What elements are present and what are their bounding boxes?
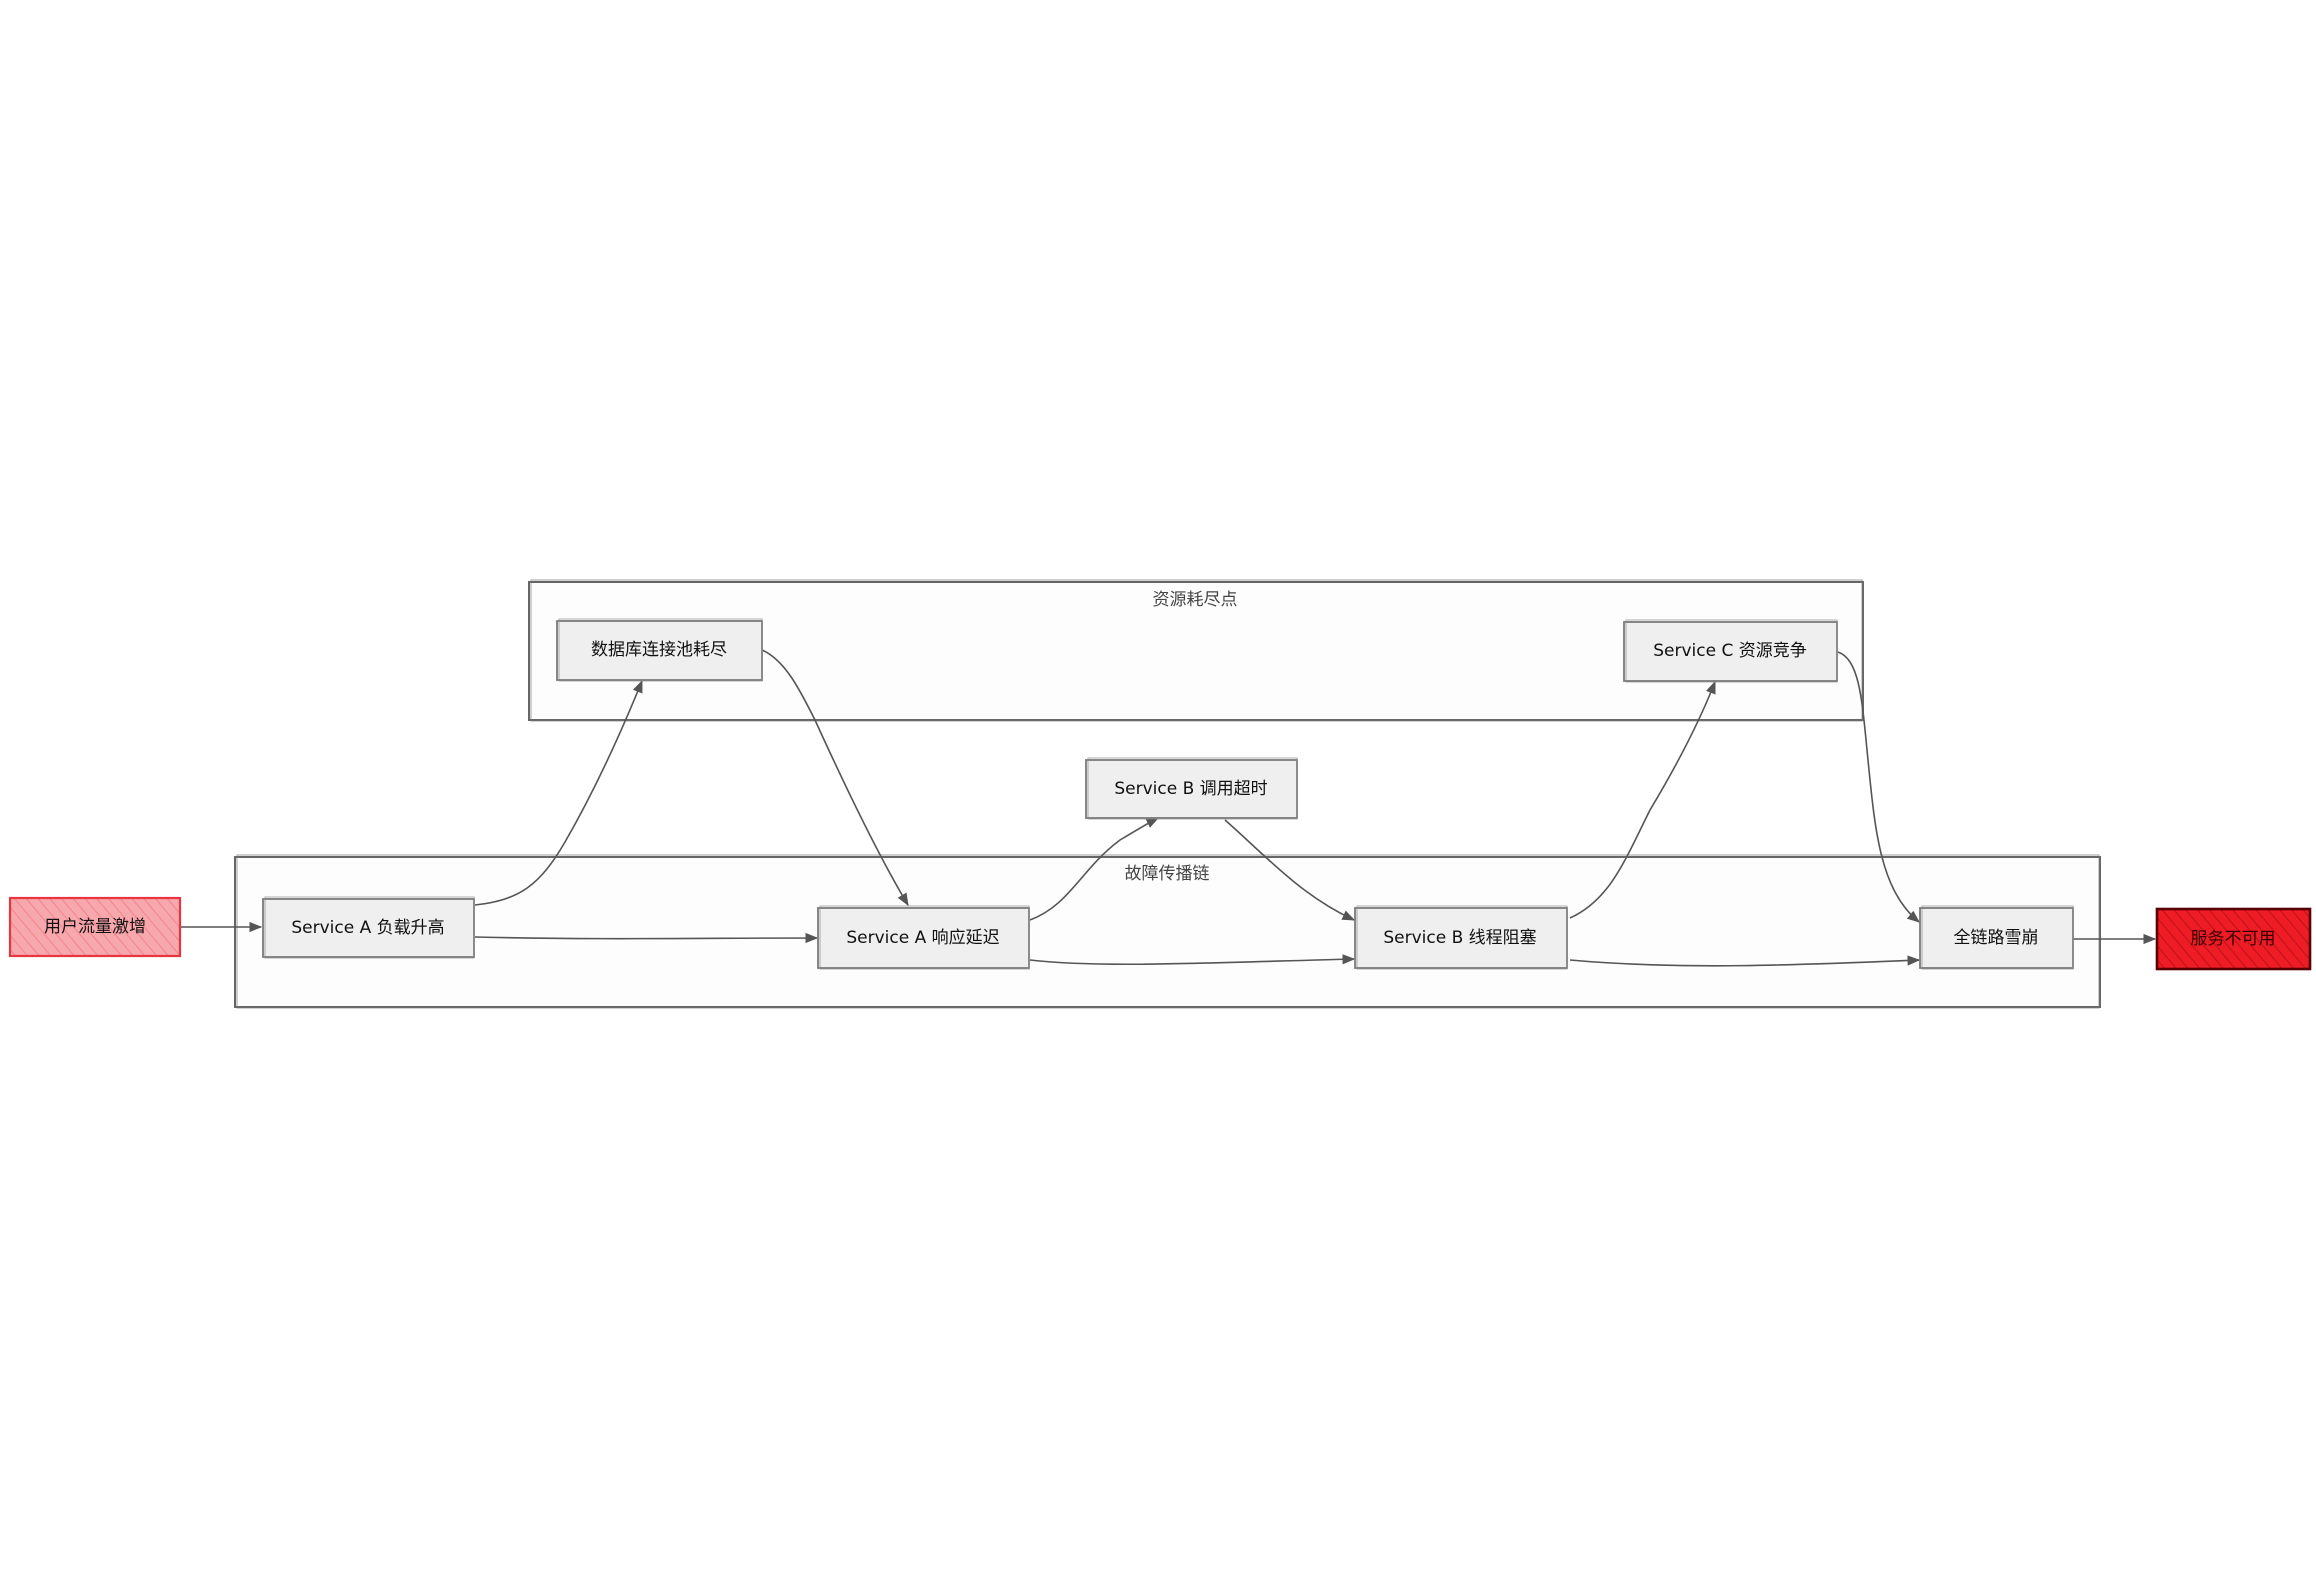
node-db-pool-exhausted[interactable]: 数据库连接池耗尽 xyxy=(556,618,763,682)
node-service-a-load[interactable]: Service A 负载升高 xyxy=(262,896,475,959)
edge-c-contend-to-collapse xyxy=(1837,651,1920,923)
node-service-a-latency[interactable]: Service A 响应延迟 xyxy=(817,905,1030,970)
node-label-service-b-blocked: Service B 线程阻塞 xyxy=(1383,928,1536,948)
node-service-b-timeout[interactable]: Service B 调用超时 xyxy=(1085,757,1298,820)
node-service-c-contention[interactable]: Service C 资源竞争 xyxy=(1623,619,1838,683)
edge-a-latency-to-b-timeout xyxy=(1029,817,1160,921)
edge-b-block-to-collapse xyxy=(1569,955,1921,967)
edge-db-pool-to-a-latency xyxy=(761,649,909,907)
node-full-chain-collapse[interactable]: 全链路雪崩 xyxy=(1919,905,2074,970)
group-fault-propagation-chain: 故障传播链 xyxy=(234,854,2101,1009)
node-label-db-pool: 数据库连接池耗尽 xyxy=(591,640,727,660)
edge-a-load-to-a-latency xyxy=(474,932,819,944)
edge-b-timeout-to-b-block xyxy=(1224,819,1356,921)
edge-b-block-to-c-contend xyxy=(1569,680,1716,919)
node-label-service-c: Service C 资源竞争 xyxy=(1653,641,1807,661)
node-label-traffic-surge: 用户流量激增 xyxy=(44,917,146,937)
group-label-chain: 故障传播链 xyxy=(1125,864,1210,884)
node-label-service-a-latency: Service A 响应延迟 xyxy=(846,928,999,948)
edge-a-load-to-db-pool xyxy=(474,679,643,906)
node-label-service-a-load: Service A 负载升高 xyxy=(291,918,444,938)
node-label-service-b-timeout: Service B 调用超时 xyxy=(1114,779,1267,799)
node-traffic-surge[interactable]: 用户流量激增 xyxy=(8,896,182,958)
node-service-b-blocked[interactable]: Service B 线程阻塞 xyxy=(1354,905,1568,970)
group-label-resource: 资源耗尽点 xyxy=(1153,590,1238,610)
edge-a-latency-to-b-block xyxy=(1029,954,1356,966)
node-service-unavailable[interactable]: 服务不可用 xyxy=(2155,907,2312,971)
node-label-collapse: 全链路雪崩 xyxy=(1954,928,2039,948)
node-label-unavailable: 服务不可用 xyxy=(2191,929,2276,949)
edges xyxy=(180,649,2157,967)
